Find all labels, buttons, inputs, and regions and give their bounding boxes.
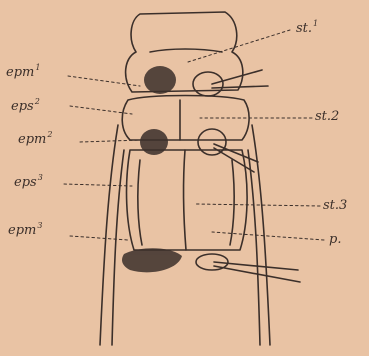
epimeron-2 — [140, 129, 168, 155]
leader-epm3 — [70, 236, 128, 240]
leader-eps3 — [64, 184, 132, 186]
label-eps2: eps2 — [11, 98, 40, 113]
label-st2: st.2 — [315, 108, 340, 123]
metathorax-right-fold — [230, 160, 234, 245]
metathorax-left-fold — [138, 160, 142, 245]
metasternum-midline — [183, 150, 186, 250]
body-wall-left-inner — [112, 150, 124, 345]
label-epm3: epm3 — [8, 222, 42, 237]
epimeron-1 — [144, 66, 176, 94]
mesothorax-outline — [122, 96, 249, 141]
leader-st3 — [196, 204, 320, 206]
body-wall-right-inner — [248, 150, 260, 345]
label-epm2: epm2 — [18, 131, 52, 146]
body-wall-left — [100, 125, 118, 345]
epimeron-3 — [122, 248, 182, 272]
leader-p — [212, 232, 324, 240]
label-st1: st.1 — [296, 20, 318, 35]
metathorax-outline — [127, 150, 248, 250]
leader-epm1 — [68, 76, 140, 86]
coxa-1 — [193, 72, 223, 96]
body-wall-right — [252, 125, 270, 345]
label-eps3: eps3 — [14, 174, 43, 189]
prosternum-line — [150, 49, 222, 52]
label-epm1: epm1 — [6, 64, 40, 79]
leg-2 — [214, 144, 258, 172]
label-st3: st.3 — [323, 197, 348, 212]
coxa-2 — [198, 129, 226, 155]
label-p: p. — [329, 231, 342, 246]
